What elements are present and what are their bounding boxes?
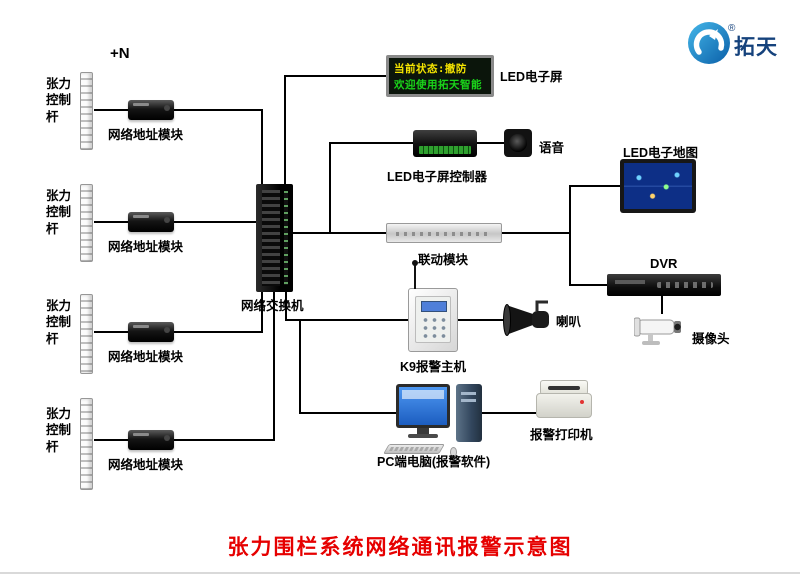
k9-label: K9报警主机 <box>400 360 466 374</box>
switch-leds <box>284 191 288 285</box>
dvr-label: DVR <box>650 256 678 271</box>
network-switch <box>256 184 293 292</box>
k9-lcd-screen <box>421 301 447 312</box>
network-switch-label: 网络交换机 <box>241 299 304 313</box>
voice-label: 语音 <box>539 141 565 155</box>
wire <box>174 292 263 333</box>
wire <box>569 233 607 286</box>
address-module-1 <box>128 100 174 120</box>
tension-pole-label-2: 张力控制杆 <box>46 189 72 236</box>
k9-keypad <box>421 316 448 342</box>
plus-n-label: +N <box>110 45 130 62</box>
bottom-divider <box>0 572 800 574</box>
tension-pole-label-3: 张力控制杆 <box>46 299 72 346</box>
address-module-label-1: 网络地址模块 <box>108 128 184 142</box>
led-map <box>620 159 696 213</box>
tension-pole-2 <box>80 184 93 262</box>
switch-ports <box>262 190 280 286</box>
tension-pole-label-1: 张力控制杆 <box>46 77 72 124</box>
wire <box>569 185 620 233</box>
led-display-line2: 欢迎使用拓天智能 <box>394 78 482 91</box>
pc-monitor-base <box>408 434 438 438</box>
wire <box>329 142 413 233</box>
diagram-title: 张力围栏系统网络通讯报警示意图 <box>227 536 573 559</box>
pc-monitor-stand <box>417 428 429 434</box>
linkage-module <box>386 223 502 243</box>
horn-speaker-icon <box>503 300 549 336</box>
printer-label: 报警打印机 <box>530 428 593 442</box>
address-module-label-2: 网络地址模块 <box>108 240 184 254</box>
horn-label: 喇叭 <box>556 315 582 329</box>
wire <box>174 292 275 441</box>
printer-led <box>580 400 584 404</box>
led-display-line1: 当前状态:撤防 <box>394 62 467 75</box>
led-display: 当前状态:撤防 欢迎使用拓天智能 <box>386 55 494 97</box>
pc-screen <box>399 387 447 425</box>
address-module-3 <box>128 322 174 342</box>
address-module-2 <box>128 212 174 232</box>
wire <box>285 292 408 321</box>
address-module-label-3: 网络地址模块 <box>108 350 184 364</box>
printer-body <box>536 393 592 418</box>
camera-label: 摄像头 <box>692 332 730 346</box>
pc-mouse <box>450 447 457 457</box>
cctv-camera-icon <box>634 317 681 345</box>
wire <box>284 75 386 184</box>
pc-monitor <box>396 384 450 428</box>
tension-pole-label-4: 张力控制杆 <box>46 407 72 454</box>
led-controller-label: LED电子屏控制器 <box>387 170 488 184</box>
k9-antenna-tip <box>412 260 418 266</box>
address-module-label-4: 网络地址模块 <box>108 458 184 472</box>
printer-paper-slot <box>548 386 580 390</box>
pc-tower <box>456 384 482 442</box>
led-map-label: LED电子地图 <box>623 146 699 160</box>
pc-label: PC端电脑(报警软件) <box>377 455 491 469</box>
wire <box>299 320 396 414</box>
k9-antenna <box>414 264 416 289</box>
tension-pole-3 <box>80 294 93 374</box>
address-module-4 <box>128 430 174 450</box>
wire <box>174 109 263 184</box>
led-controller <box>413 130 477 157</box>
linkage-module-label: 联动模块 <box>418 253 469 267</box>
logo-swirl-icon <box>688 22 730 64</box>
led-map-screen <box>624 163 692 209</box>
voice-speaker <box>504 129 532 157</box>
k9-panel <box>415 296 451 343</box>
tension-pole-1 <box>80 72 93 150</box>
tension-pole-4 <box>80 398 93 490</box>
alarm-printer <box>536 380 592 420</box>
k9-alarm-host <box>408 260 458 352</box>
brand-text: 拓天 <box>734 36 778 59</box>
led-display-label: LED电子屏 <box>500 70 563 84</box>
dvr-unit <box>607 274 721 296</box>
registered-mark: ® <box>728 23 736 34</box>
